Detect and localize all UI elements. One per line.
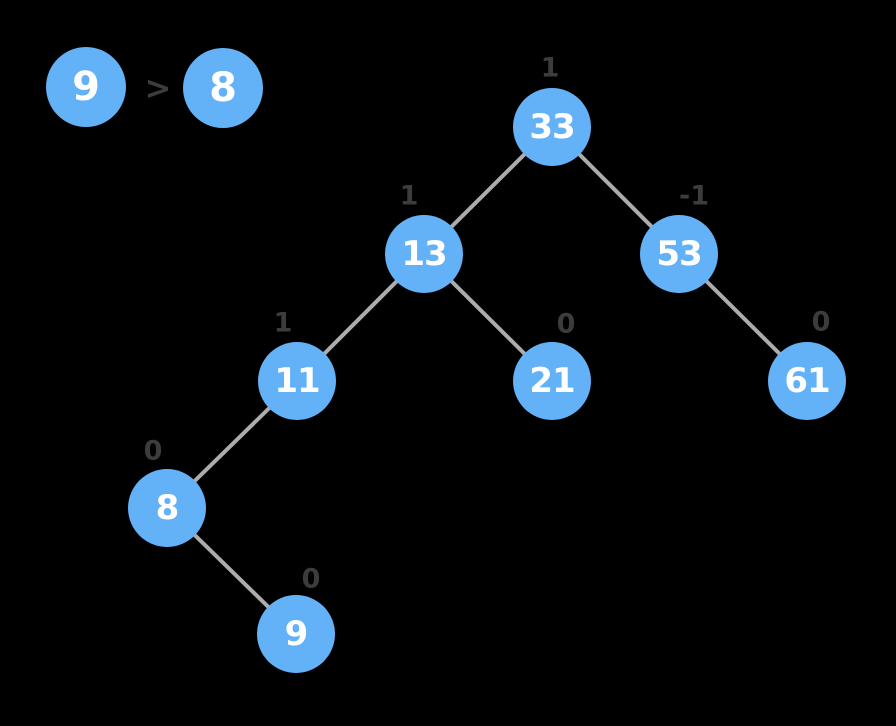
tree-node-61: 61 [768, 342, 846, 420]
tree-node-11: 11 [258, 342, 336, 420]
tree-node-33: 33 [513, 88, 591, 166]
balance-factor-13: 1 [399, 180, 419, 212]
tree-node-53: 53 [640, 215, 718, 293]
greater-than-operator: > [144, 69, 172, 107]
comparison-node-right: 8 [183, 48, 263, 128]
balance-factor-9: 0 [301, 563, 321, 595]
balance-factor-53: -1 [679, 180, 709, 212]
tree-node-13: 13 [385, 215, 463, 293]
tree-node-8: 8 [128, 469, 206, 547]
balance-factor-11: 1 [273, 307, 293, 339]
balance-factor-33: 1 [540, 52, 560, 84]
tree-node-21: 21 [513, 342, 591, 420]
balance-factor-61: 0 [811, 306, 831, 338]
comparison-node-left: 9 [46, 47, 126, 127]
balance-factor-21: 0 [556, 308, 576, 340]
balance-factor-8: 0 [143, 435, 163, 467]
tree-node-9: 9 [257, 595, 335, 673]
